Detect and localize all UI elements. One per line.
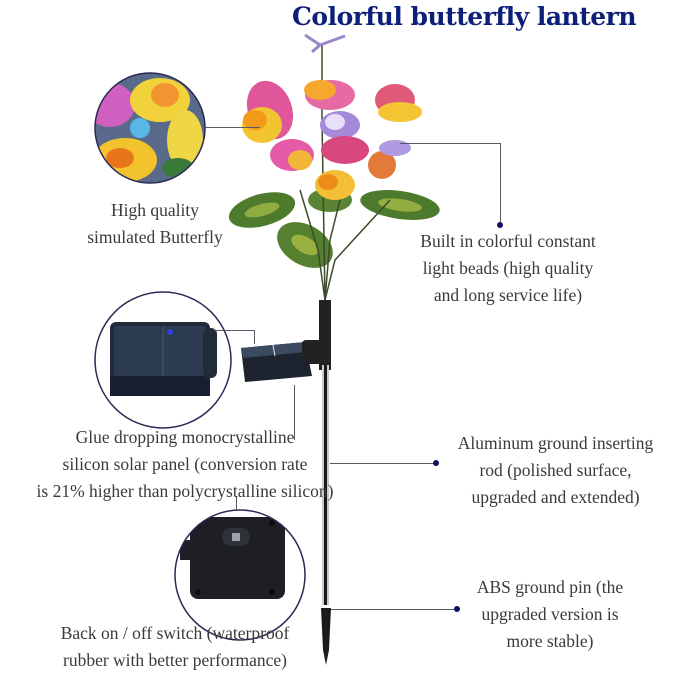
leader-line-switch — [236, 496, 237, 510]
leader-line-pin — [331, 609, 456, 610]
dot-beads — [497, 222, 503, 228]
callout-switch: Back on / off switch (waterproof rubber … — [60, 623, 290, 670]
callout-rod: Aluminum ground inserting rod (polished … — [457, 433, 654, 507]
leader-line-solar-v — [254, 330, 255, 344]
leader-line-beads-v — [500, 143, 501, 225]
solar-panel-closeup-icon — [95, 292, 231, 428]
callout-solar-panel: Glue dropping monocrystalline silicon so… — [36, 427, 334, 501]
ground-pin-icon — [321, 608, 331, 665]
leader-line-beads-h — [400, 143, 501, 144]
dot-pin — [454, 606, 460, 612]
leader-line-solar-h — [214, 330, 254, 331]
callout-butterfly: High quality simulated Butterfly — [87, 200, 223, 247]
switch-closeup-icon — [175, 510, 305, 640]
leader-line-butterfly — [205, 127, 260, 128]
page-title: Colorful butterfly lantern — [292, 2, 637, 31]
butterfly-closeup-icon — [95, 73, 205, 183]
solar-panel-icon — [241, 340, 322, 382]
callout-light-beads: Built in colorful constant light beads (… — [420, 231, 596, 305]
callout-ground-pin: ABS ground pin (the upgraded version is … — [476, 577, 624, 651]
leader-line-solar-lower — [294, 385, 295, 440]
dot-rod — [433, 460, 439, 466]
leader-line-rod — [330, 463, 435, 464]
butterfly-cluster-icon — [242, 33, 422, 200]
